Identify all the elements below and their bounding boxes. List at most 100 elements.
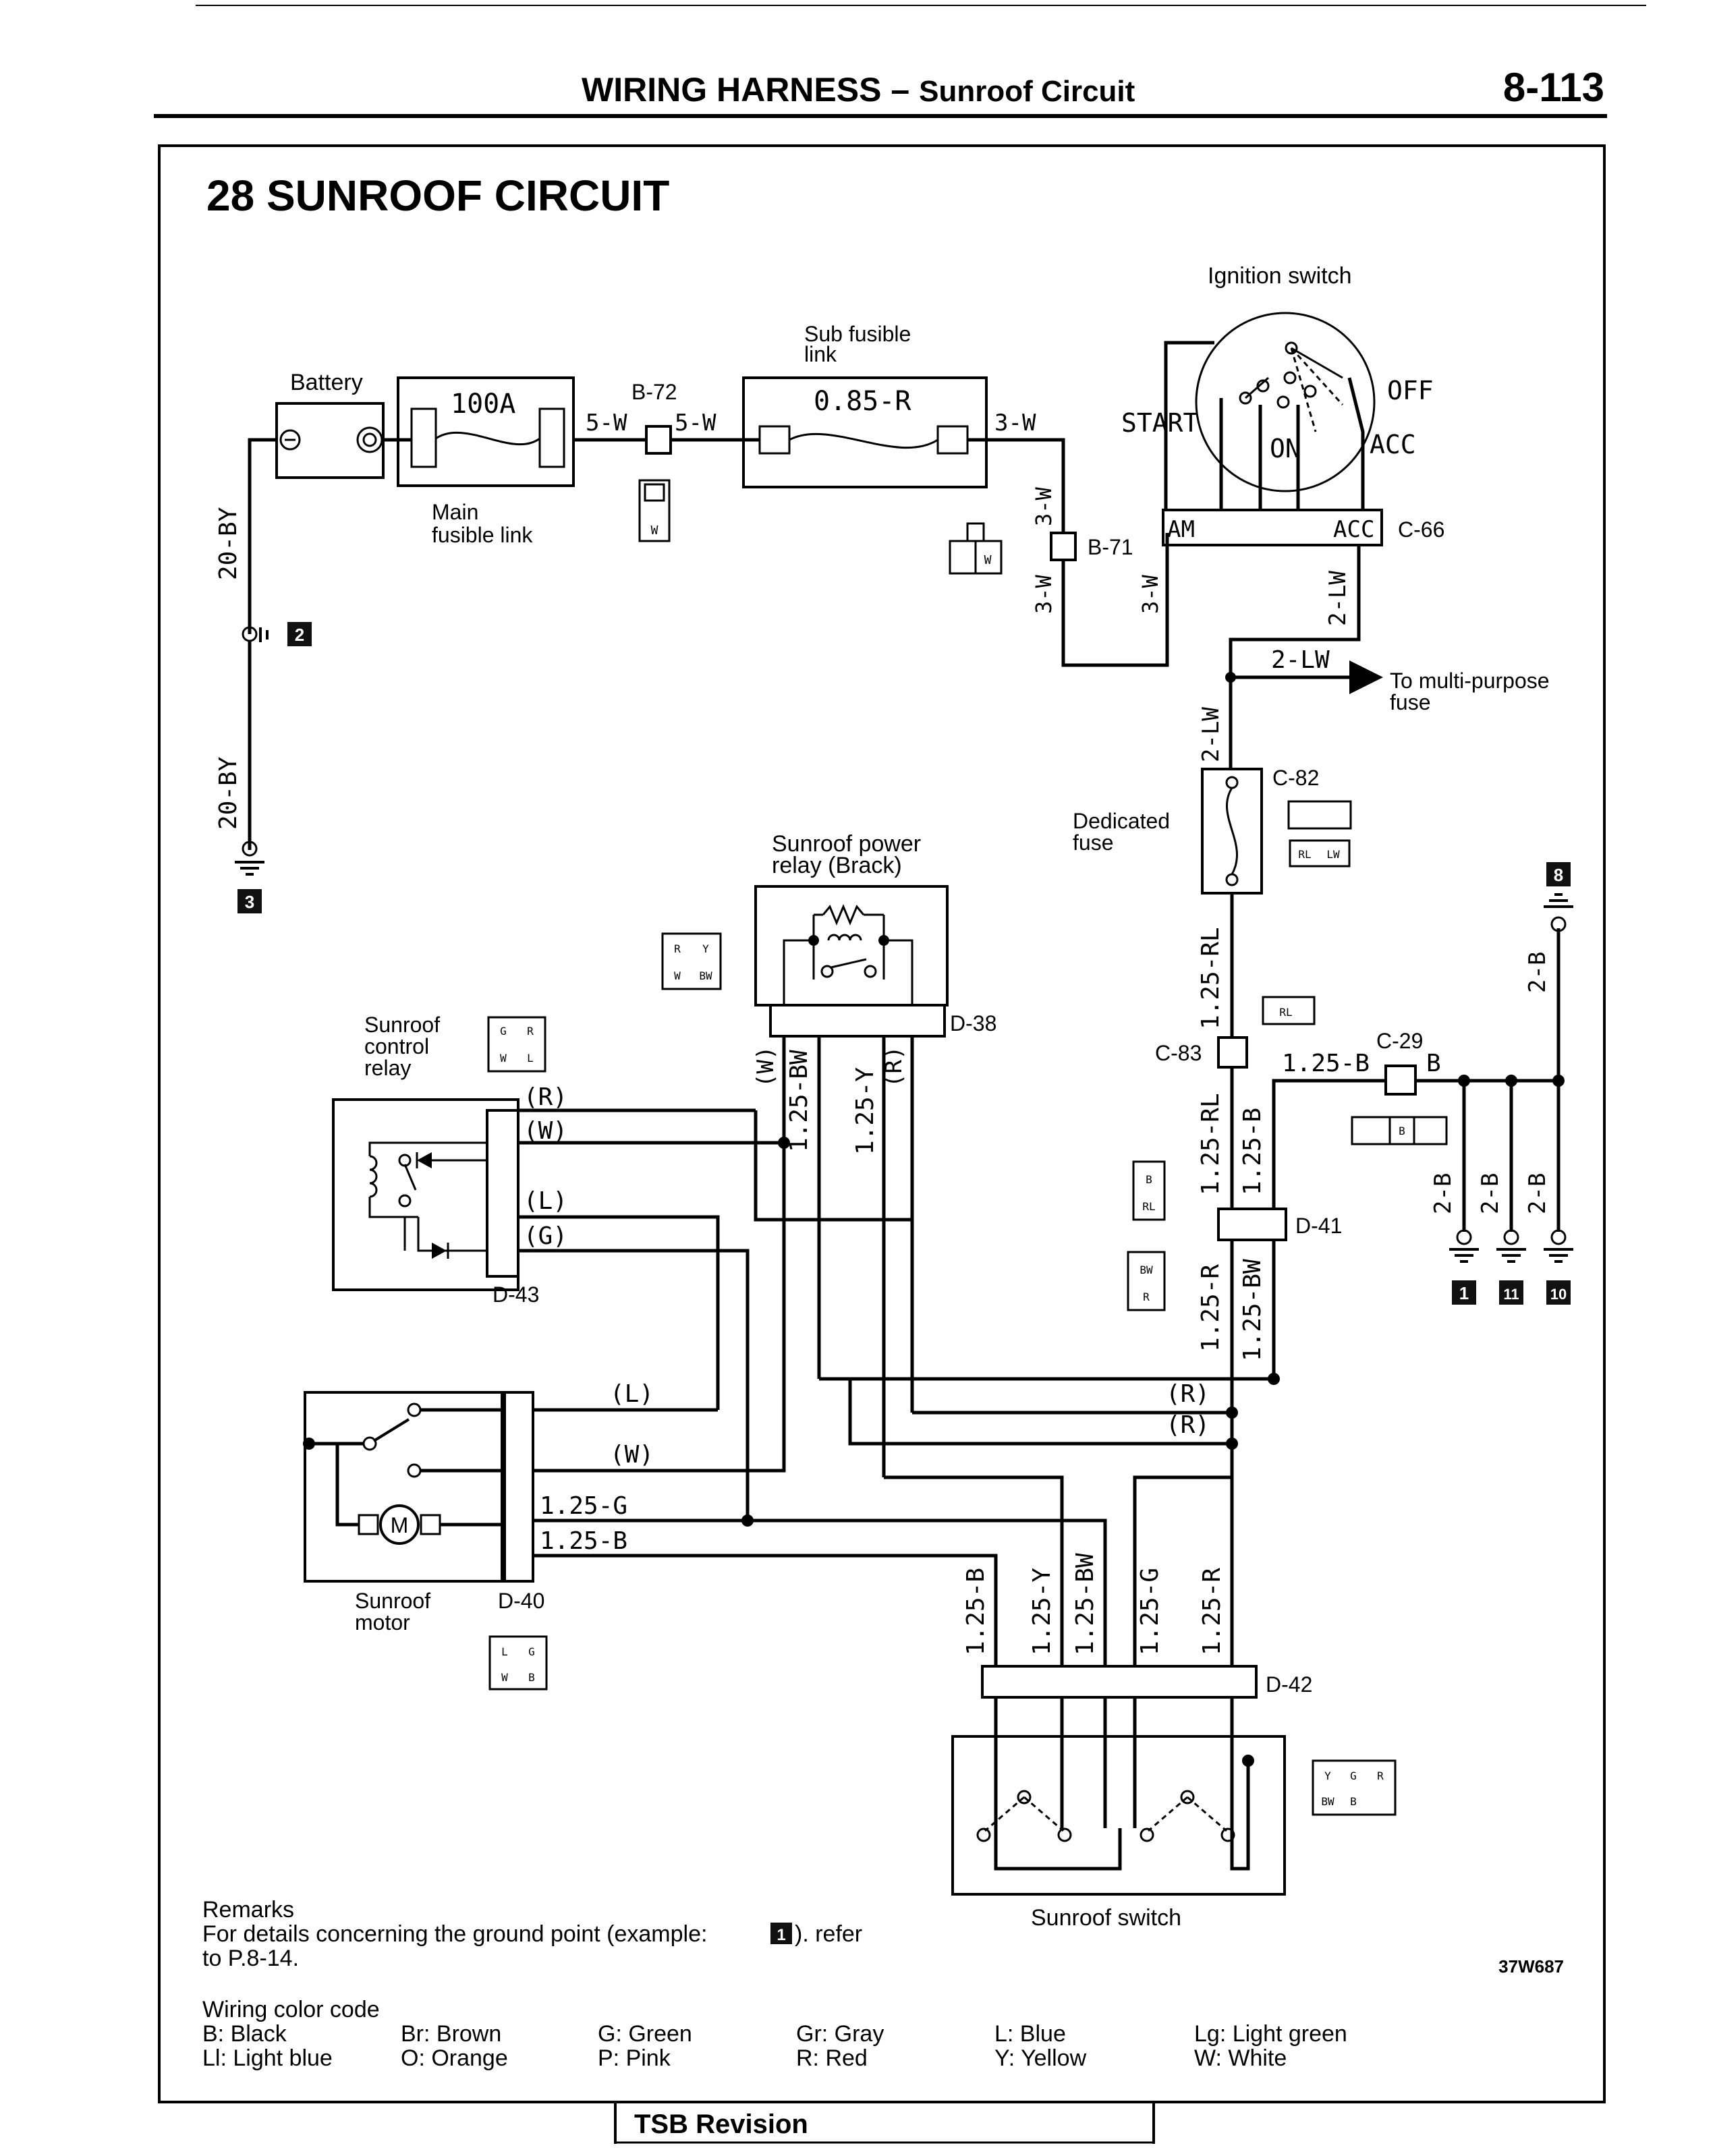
ign-acc: ACC [1370, 430, 1416, 459]
connector-d43-label: D-43 [493, 1282, 539, 1307]
wire-2lw-acc [1229, 545, 1361, 677]
d40-pin-c: W [501, 1671, 508, 1684]
color-y: Y: Yellow [994, 2045, 1087, 2071]
d43-pin-c: W [500, 1052, 507, 1065]
color-ll: Ll: Light blue [202, 2045, 333, 2071]
wire-3w-a: 3-W [994, 409, 1036, 436]
ground-point-2: 2 [295, 625, 304, 645]
wire-w-d38: (W) [752, 1046, 779, 1087]
connector-b71-label: B-71 [1088, 535, 1133, 559]
ign-off: OFF [1387, 376, 1434, 405]
wire-2b-1: 2-B [1430, 1173, 1457, 1214]
battery-pos-terminal [356, 426, 383, 453]
ground-point-8: 8 [1554, 865, 1563, 885]
wire-r-relay: (R) [524, 1083, 567, 1111]
connector-d40 [501, 1391, 534, 1583]
page-number: 8-113 [1503, 65, 1604, 110]
d42-pin-b: G [1350, 1769, 1357, 1782]
tsb-revision: TSB Revision [634, 2109, 808, 2139]
wire-3w-bottom [1061, 533, 1169, 667]
header-title: WIRING HARNESS – Sunroof Circuit [582, 71, 1135, 109]
d41-pin-b: RL [1142, 1200, 1155, 1213]
connector-c29-label: C-29 [1376, 1029, 1423, 1053]
connector-d41-label: D-41 [1295, 1214, 1342, 1238]
color-code-title: Wiring color code [202, 1997, 380, 2022]
d40-pin-d: B [528, 1671, 535, 1684]
sub-fusible-link [742, 376, 988, 488]
c82-pin-b: LW [1326, 848, 1340, 861]
ground-point-2-badge [287, 622, 312, 646]
remarks-line1-end: ). refer [795, 1921, 862, 1947]
d38-pin-d: BW [699, 969, 712, 982]
main-fusible-link-rating: 100A [451, 389, 515, 420]
wire-5w-a: 5-W [586, 409, 627, 436]
d42-connector-face [1312, 1759, 1397, 1816]
ign-start: START [1121, 408, 1198, 438]
sunroof-switch [951, 1735, 1286, 1896]
wire-125rl-b: 1.25-RL [1197, 1093, 1225, 1195]
wire-2lw-a: 2-LW [1324, 571, 1351, 626]
ground-point-10: 10 [1550, 1286, 1567, 1303]
wire-125b-d41 [1272, 1079, 1386, 1209]
connector-d38 [769, 1004, 946, 1038]
ign-on: ON [1270, 434, 1301, 463]
connector-b72 [645, 425, 672, 455]
remarks-title: Remarks [202, 1897, 294, 1923]
connector-d41 [1217, 1208, 1287, 1241]
wire-125y-d42: 1.25-Y [1028, 1568, 1056, 1655]
c82-pin-a: RL [1298, 848, 1311, 861]
c29-pin: B [1399, 1125, 1405, 1137]
connector-d42 [981, 1665, 1258, 1699]
wire-2lw-c: 2-LW [1198, 707, 1225, 762]
d41-pin-a: B [1146, 1173, 1152, 1186]
c82-connector-face [1287, 800, 1352, 830]
color-code-table: B: Black Br: Brown G: Green Gr: Gray L: … [202, 2021, 1347, 2071]
d40-pin-b: G [528, 1645, 535, 1658]
battery-neg-terminal [279, 429, 301, 451]
ign-am-terminal: AM [1167, 516, 1195, 543]
wire-125b-d42: 1.25-B [962, 1568, 990, 1655]
ground-point-10-badge [1546, 1280, 1571, 1305]
wire-125g-d42: 1.25-G [1136, 1568, 1164, 1655]
ground-point-3-badge [237, 889, 262, 913]
d42-pin-e: B [1350, 1795, 1357, 1808]
sub-fusible-link-rating: 0.85-R [814, 386, 911, 417]
wire-b-c29: B [1426, 1050, 1441, 1077]
c83-pin: RL [1279, 1006, 1292, 1019]
wire-r-d38: (R) [880, 1046, 907, 1087]
wire-125b-motor: 1.25-B [540, 1527, 627, 1555]
ground-point-1: 1 [1459, 1283, 1469, 1303]
d42-pin-c: R [1377, 1769, 1384, 1782]
d42-pin-a: Y [1324, 1769, 1331, 1782]
d38-pin-b: Y [702, 942, 709, 955]
ground-point-11: 11 [1503, 1286, 1519, 1303]
sunroof-switch-label: Sunroof switch [1031, 1905, 1181, 1931]
color-r: R: Red [796, 2045, 868, 2071]
remarks-ground-icon-text: 1 [777, 1926, 785, 1944]
connector-c83 [1217, 1036, 1248, 1069]
battery-label: Battery [290, 370, 363, 395]
d41-pin-c: BW [1140, 1264, 1153, 1276]
b72-pin: W [651, 523, 658, 538]
d43-pin-a: G [500, 1025, 507, 1038]
wire-125bw-d42: 1.25-BW [1071, 1553, 1099, 1655]
ignition-switch-body [1162, 509, 1383, 546]
wire-2b-10: 2-B [1524, 1173, 1551, 1214]
figure-code: 37W687 [1498, 1956, 1564, 1977]
color-lg: Lg: Light green [1194, 2021, 1347, 2047]
wire-125bw-d38: 1.25-BW [785, 1050, 813, 1152]
connector-c66-label: C-66 [1398, 517, 1444, 542]
color-p: P: Pink [598, 2045, 671, 2071]
remarks-line2: to P.8-14. [202, 1946, 299, 1971]
d40-connector-face [488, 1635, 548, 1691]
section-title: 28 SUNROOF CIRCUIT [206, 171, 669, 220]
color-br: Br: Brown [401, 2021, 501, 2047]
wire-w-motor: (W) [610, 1441, 654, 1469]
wire-2b-11: 2-B [1477, 1173, 1504, 1214]
ign-acc-terminal: ACC [1333, 516, 1374, 543]
wire-3w-c: 3-W [1031, 574, 1057, 614]
diagram-frame [158, 144, 1606, 2103]
